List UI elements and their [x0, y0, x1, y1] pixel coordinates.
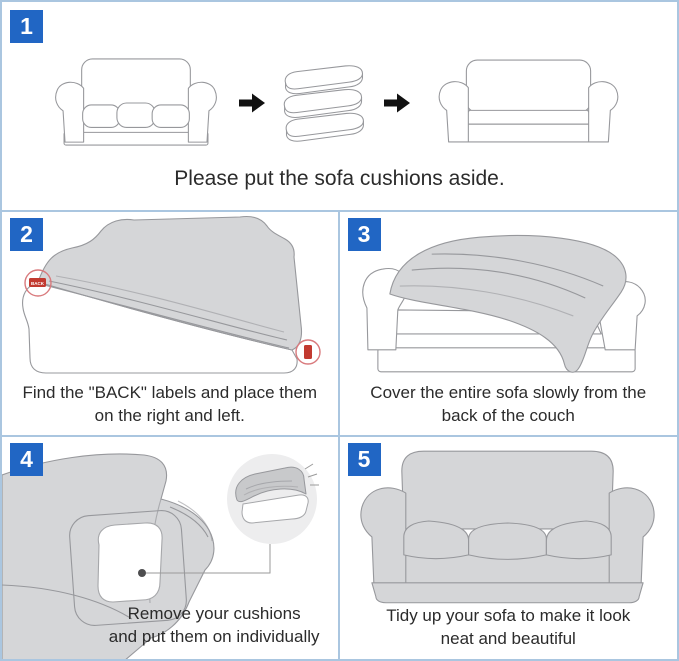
- step-1-number-badge: 1: [10, 10, 43, 43]
- step-2-number-badge: 2: [10, 218, 43, 251]
- inset-fold-lines: [243, 480, 299, 496]
- inset-cover-flap: [235, 466, 307, 503]
- step-2-caption: Find the "BACK" labels and place them on…: [22, 383, 318, 425]
- seat-deck: [459, 109, 598, 125]
- seat-cushion: [467, 522, 547, 560]
- cover-with-back-labels-illustration: BACK BACK: [22, 215, 321, 374]
- sofa-base: [63, 131, 209, 146]
- highlight-circle-left: [24, 269, 52, 297]
- sofa-right-arm: [187, 81, 217, 143]
- step-2-panel: 2 BACK BACK Find the "BACK" labels and p…: [2, 210, 340, 435]
- seat-cushion: [82, 104, 121, 129]
- back-label-tag-right: [304, 345, 312, 359]
- sofa-left-arm: [359, 487, 406, 586]
- pull-motion-lines: [304, 463, 319, 486]
- step-5-number-badge: 5: [347, 443, 381, 476]
- cushion-pocket-outline: [69, 510, 187, 626]
- sofa-right-arm: [588, 81, 619, 143]
- step-4-caption: Remove your cushions and put them on ind…: [108, 604, 320, 646]
- fold-lines: [43, 275, 290, 349]
- back-label-tag-left: [29, 278, 46, 287]
- highlight-circle-right: [295, 339, 321, 365]
- sofa-base: [448, 123, 609, 143]
- sofa-left-arm: [438, 81, 469, 143]
- step-3-number-badge: 3: [347, 218, 381, 251]
- step-1-illustration-row: [2, 56, 677, 149]
- sofa-back: [465, 59, 592, 113]
- callout-dot: [138, 569, 146, 577]
- sofa-back: [400, 450, 614, 530]
- step-1-panel: 1: [2, 2, 677, 210]
- sofa-with-cushions-illustration: [55, 58, 217, 146]
- arrow-right-icon: [384, 93, 410, 112]
- draped-cover-fabric: [388, 234, 627, 373]
- fold-lines: [399, 253, 603, 317]
- cushion-cover-inset: [235, 463, 319, 524]
- sofa-skirt: [370, 582, 644, 604]
- finished-sofa-illustration: [359, 450, 655, 604]
- seat-cushion: [545, 520, 612, 560]
- step-3-panel: 3 Cover the entire sofa slowly from the …: [339, 210, 677, 435]
- step-5-panel: 5 Tidy up your sofa to make it look neat…: [339, 435, 677, 659]
- callout-line: [146, 544, 271, 574]
- step-4-number-badge: 4: [10, 443, 43, 476]
- arrow-right-icon: [239, 93, 265, 112]
- seat-cushion: [402, 520, 469, 560]
- sofa-right-arm: [608, 487, 655, 586]
- inset-cushion: [241, 494, 309, 524]
- cushion-removal-illustration: [2, 453, 319, 659]
- stacked-cushion: [285, 112, 364, 142]
- seat-cushion: [151, 104, 190, 129]
- cushion-hole: [97, 522, 163, 603]
- draping-cover-illustration: [361, 234, 646, 373]
- sofa-base: [376, 347, 636, 373]
- stacked-cushion: [284, 64, 364, 94]
- sofa-cover-fabric: [37, 215, 303, 351]
- stacked-cushion: [283, 88, 363, 118]
- back-label-text: BACK: [31, 281, 45, 286]
- back-label-text: BACK: [312, 346, 317, 357]
- step-1-caption: Please put the sofa cushions aside.: [174, 167, 505, 190]
- step-5-caption: Tidy up your sofa to make it look neat a…: [386, 606, 631, 648]
- cushion-stack-illustration: [283, 64, 364, 142]
- step-4-panel: 4: [2, 435, 340, 659]
- sofa-left-arm: [55, 81, 85, 143]
- step-3-caption: Cover the entire sofa slowly from the ba…: [370, 383, 647, 425]
- seat-cushion: [116, 102, 156, 129]
- bare-sofa-illustration: [438, 59, 619, 143]
